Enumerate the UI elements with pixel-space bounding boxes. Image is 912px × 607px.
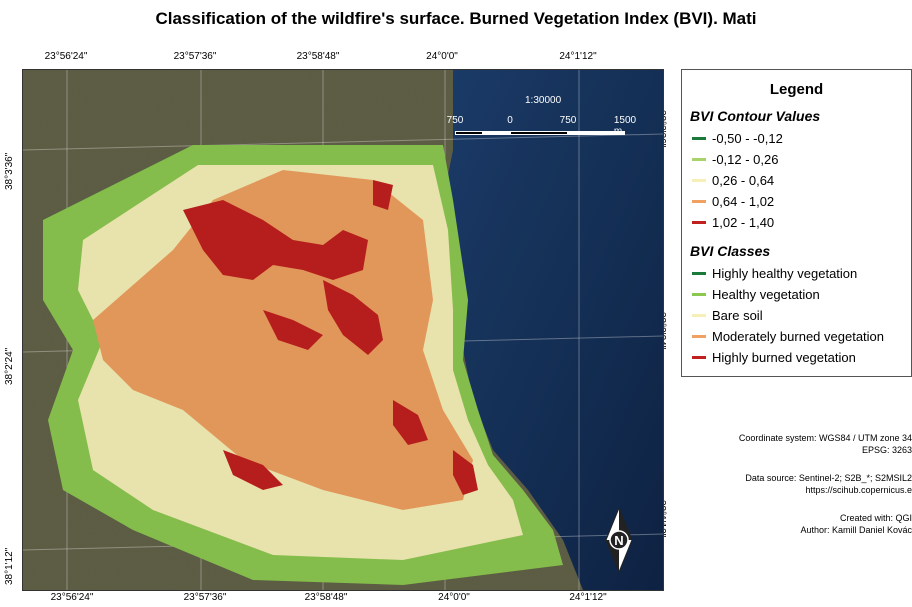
coord-top-2: 23°57'36": [173, 51, 217, 62]
crs-info: Coordinate system: WGS84 / UTM zone 34 E…: [700, 432, 912, 456]
legend-swatch: [692, 356, 706, 359]
scale-ratio: 1:30000: [525, 95, 562, 106]
crs-line-1: Coordinate system: WGS84 / UTM zone 34: [738, 433, 912, 443]
legend-class-row: Bare soil: [692, 305, 911, 326]
legend-contour-row: 1,02 - 1,40: [692, 212, 911, 233]
legend-class-row: Moderately burned vegetation: [692, 326, 911, 347]
legend-contour-row: -0,12 - 0,26: [692, 149, 911, 170]
credits-info: Created with: QGI Author: Kamill Daniel …: [700, 512, 912, 536]
legend-swatch: [692, 179, 706, 182]
map-title: Classification of the wildfire's surface…: [155, 9, 757, 28]
legend-swatch: [692, 200, 706, 203]
legend-classes-title: BVI Classes: [690, 243, 771, 259]
legend-class-label: Bare soil: [712, 308, 763, 323]
legend-swatch: [692, 158, 706, 161]
north-arrow: N: [605, 506, 633, 577]
legend-contour-label: 0,64 - 1,02: [712, 194, 775, 209]
source-line-2: https://scihub.copernicus.e: [805, 485, 912, 495]
legend-swatch: [692, 137, 706, 140]
source-line-1: Data source: Sentinel-2; S2B_*; S2MSIL2: [745, 473, 912, 483]
legend-swatch: [692, 335, 706, 338]
coord-top-5: 24°1'12": [559, 51, 597, 62]
coord-top-4: 24°0'0": [426, 51, 458, 62]
coord-bottom-1: 23°56'24": [50, 592, 94, 603]
scale-segment-4: [568, 131, 625, 135]
map-svg: [23, 70, 663, 590]
legend-title: Legend: [769, 81, 824, 98]
legend-contour-label: 0,26 - 0,64: [712, 173, 775, 188]
legend-contour-row: 0,26 - 0,64: [692, 170, 911, 191]
legend-class-label: Healthy vegetation: [712, 287, 820, 302]
legend-contour-label: -0,50 - -0,12: [712, 131, 783, 146]
legend-panel: Legend BVI Contour Values -0,50 - -0,12 …: [681, 69, 912, 377]
legend-swatch: [692, 293, 706, 296]
legend-class-row: Highly burned vegetation: [692, 347, 911, 368]
coord-bottom-4: 24°0'0": [438, 592, 470, 603]
coord-top-3: 23°58'48": [296, 51, 340, 62]
scale-label-left: 750: [446, 115, 464, 126]
source-info: Data source: Sentinel-2; S2B_*; S2MSIL2 …: [700, 472, 912, 496]
legend-contour-title: BVI Contour Values: [690, 108, 821, 124]
legend-swatch: [692, 272, 706, 275]
north-label: N: [614, 533, 623, 548]
legend-swatch: [692, 221, 706, 224]
coord-left-2: 38°2'24": [4, 347, 15, 385]
scale-label-zero: 0: [507, 115, 513, 126]
legend-class-label: Moderately burned vegetation: [712, 329, 885, 344]
created-line: Created with: QGI: [839, 513, 912, 523]
coord-top-1: 23°56'24": [44, 51, 88, 62]
scale-bar: 1:30000 750 0 750 1500 m: [440, 95, 640, 145]
coord-bottom-2: 23°57'36": [183, 592, 227, 603]
coord-left-3: 38°1'12": [4, 547, 15, 585]
coord-bottom-5: 24°1'12": [569, 592, 607, 603]
legend-class-label: Highly healthy vegetation: [712, 266, 858, 281]
legend-contour-label: -0,12 - 0,26: [712, 152, 779, 167]
legend-class-row: Healthy vegetation: [692, 284, 911, 305]
crs-line-2: EPSG: 3263: [861, 445, 912, 455]
legend-class-row: Highly healthy vegetation: [692, 263, 911, 284]
legend-swatch: [692, 314, 706, 317]
scale-segment-2: [483, 131, 510, 135]
legend-contour-label: 1,02 - 1,40: [712, 215, 775, 230]
legend-contour-row: 0,64 - 1,02: [692, 191, 911, 212]
legend-contour-row: -0,50 - -0,12: [692, 128, 911, 149]
scale-segment-1: [455, 131, 483, 135]
author-line: Author: Kamill Daniel Kovác: [800, 525, 912, 535]
map-canvas[interactable]: [22, 69, 664, 591]
scale-segment-3: [510, 131, 568, 135]
legend-class-label: Highly burned vegetation: [712, 350, 856, 365]
scale-label-mid: 750: [559, 115, 577, 126]
coord-left-1: 38°3'36": [4, 152, 15, 190]
coord-bottom-3: 23°58'48": [304, 592, 348, 603]
